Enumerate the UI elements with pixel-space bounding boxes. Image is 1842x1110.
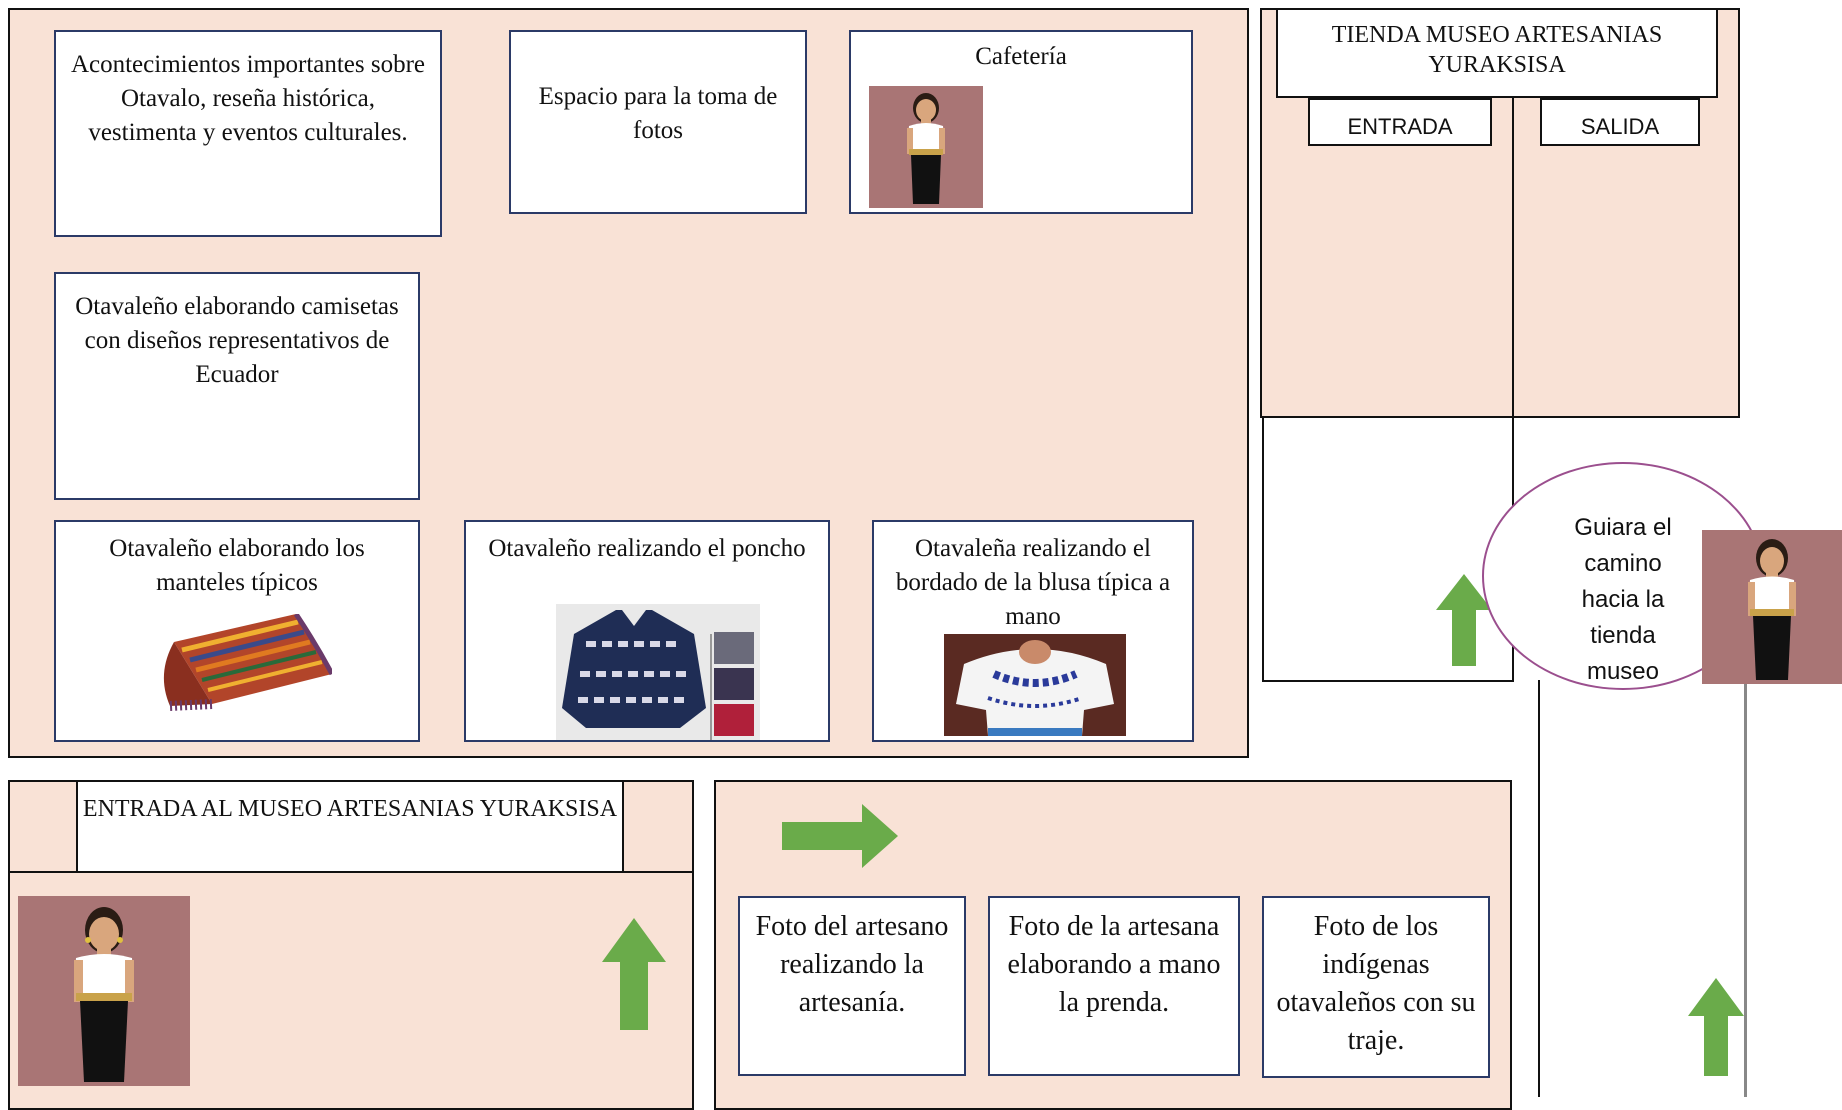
events-card: Acontecimientos importantes sobre Otaval… (54, 30, 442, 237)
gallery-card-artisan-woman: Foto de la artesana elaborando a mano la… (988, 896, 1240, 1076)
arrow-up-icon (602, 918, 666, 1030)
right-hallway-wall (1744, 680, 1747, 1097)
cafe-label: Cafetería (975, 43, 1067, 70)
woman-guide-icon (869, 86, 983, 208)
shirts-card: Otavaleño elaborando camisetas con diseñ… (54, 272, 420, 500)
poncho-card: Otavaleño realizando el poncho (464, 520, 830, 742)
right-hallway (1538, 680, 1748, 1097)
photo-space-card: Espacio para la toma de fotos (509, 30, 807, 214)
photo-space-text: Espacio para la toma de fotos (538, 83, 778, 144)
gallery-card-artisan: Foto del artesano realizando la artesaní… (738, 896, 966, 1076)
gallery-card-indigenous: Foto de los indígenas otavaleños con su … (1262, 896, 1490, 1078)
gallery-card-artisan-woman-text: Foto de la artesana elaborando a mano la… (1007, 911, 1221, 1018)
store-divider (1512, 96, 1514, 676)
gallery-card-indigenous-text: Foto de los indígenas otavaleños con su … (1276, 911, 1476, 1056)
woman-guide-icon (18, 896, 190, 1086)
arrow-up-icon (1436, 574, 1492, 666)
arrow-up-icon (1688, 978, 1744, 1076)
cafe-card: Cafetería (849, 30, 1193, 214)
entrance-title-text: ENTRADA AL MUSEO ARTESANIAS YURAKSISA (82, 796, 618, 822)
arrow-right-icon (782, 804, 898, 868)
blouse-card: Otavaleña realizando el bordado de la bl… (872, 520, 1194, 742)
guide-text: Guiara el camino hacia la tienda museo (1574, 514, 1672, 685)
store-exit-text: SALIDA (1580, 114, 1660, 139)
store-entrance-label: ENTRADA (1308, 98, 1492, 146)
shirts-card-text: Otavaleño elaborando camisetas con diseñ… (75, 293, 399, 388)
tablecloths-card: Otavaleño elaborando los manteles típico… (54, 520, 420, 742)
store-title-text: TIENDA MUSEO ARTESANIAS YURAKSISA (1331, 22, 1663, 78)
store-title: TIENDA MUSEO ARTESANIAS YURAKSISA (1276, 8, 1718, 98)
store-entrance-text: ENTRADA (1347, 114, 1453, 139)
tablecloth-icon (163, 614, 332, 711)
events-card-text: Acontecimientos importantes sobre Otaval… (70, 51, 426, 146)
entrance-title: ENTRADA AL MUSEO ARTESANIAS YURAKSISA (76, 780, 624, 873)
poncho-icon (556, 604, 760, 740)
store-exit-label: SALIDA (1540, 98, 1700, 146)
blouse-icon (944, 634, 1126, 736)
gallery-card-artisan-text: Foto del artesano realizando la artesaní… (755, 911, 949, 1018)
poncho-card-text: Otavaleño realizando el poncho (488, 535, 806, 562)
tablecloths-card-text: Otavaleño elaborando los manteles típico… (109, 535, 365, 596)
blouse-card-text: Otavaleña realizando el bordado de la bl… (895, 535, 1171, 630)
woman-guide-icon (1702, 530, 1842, 684)
